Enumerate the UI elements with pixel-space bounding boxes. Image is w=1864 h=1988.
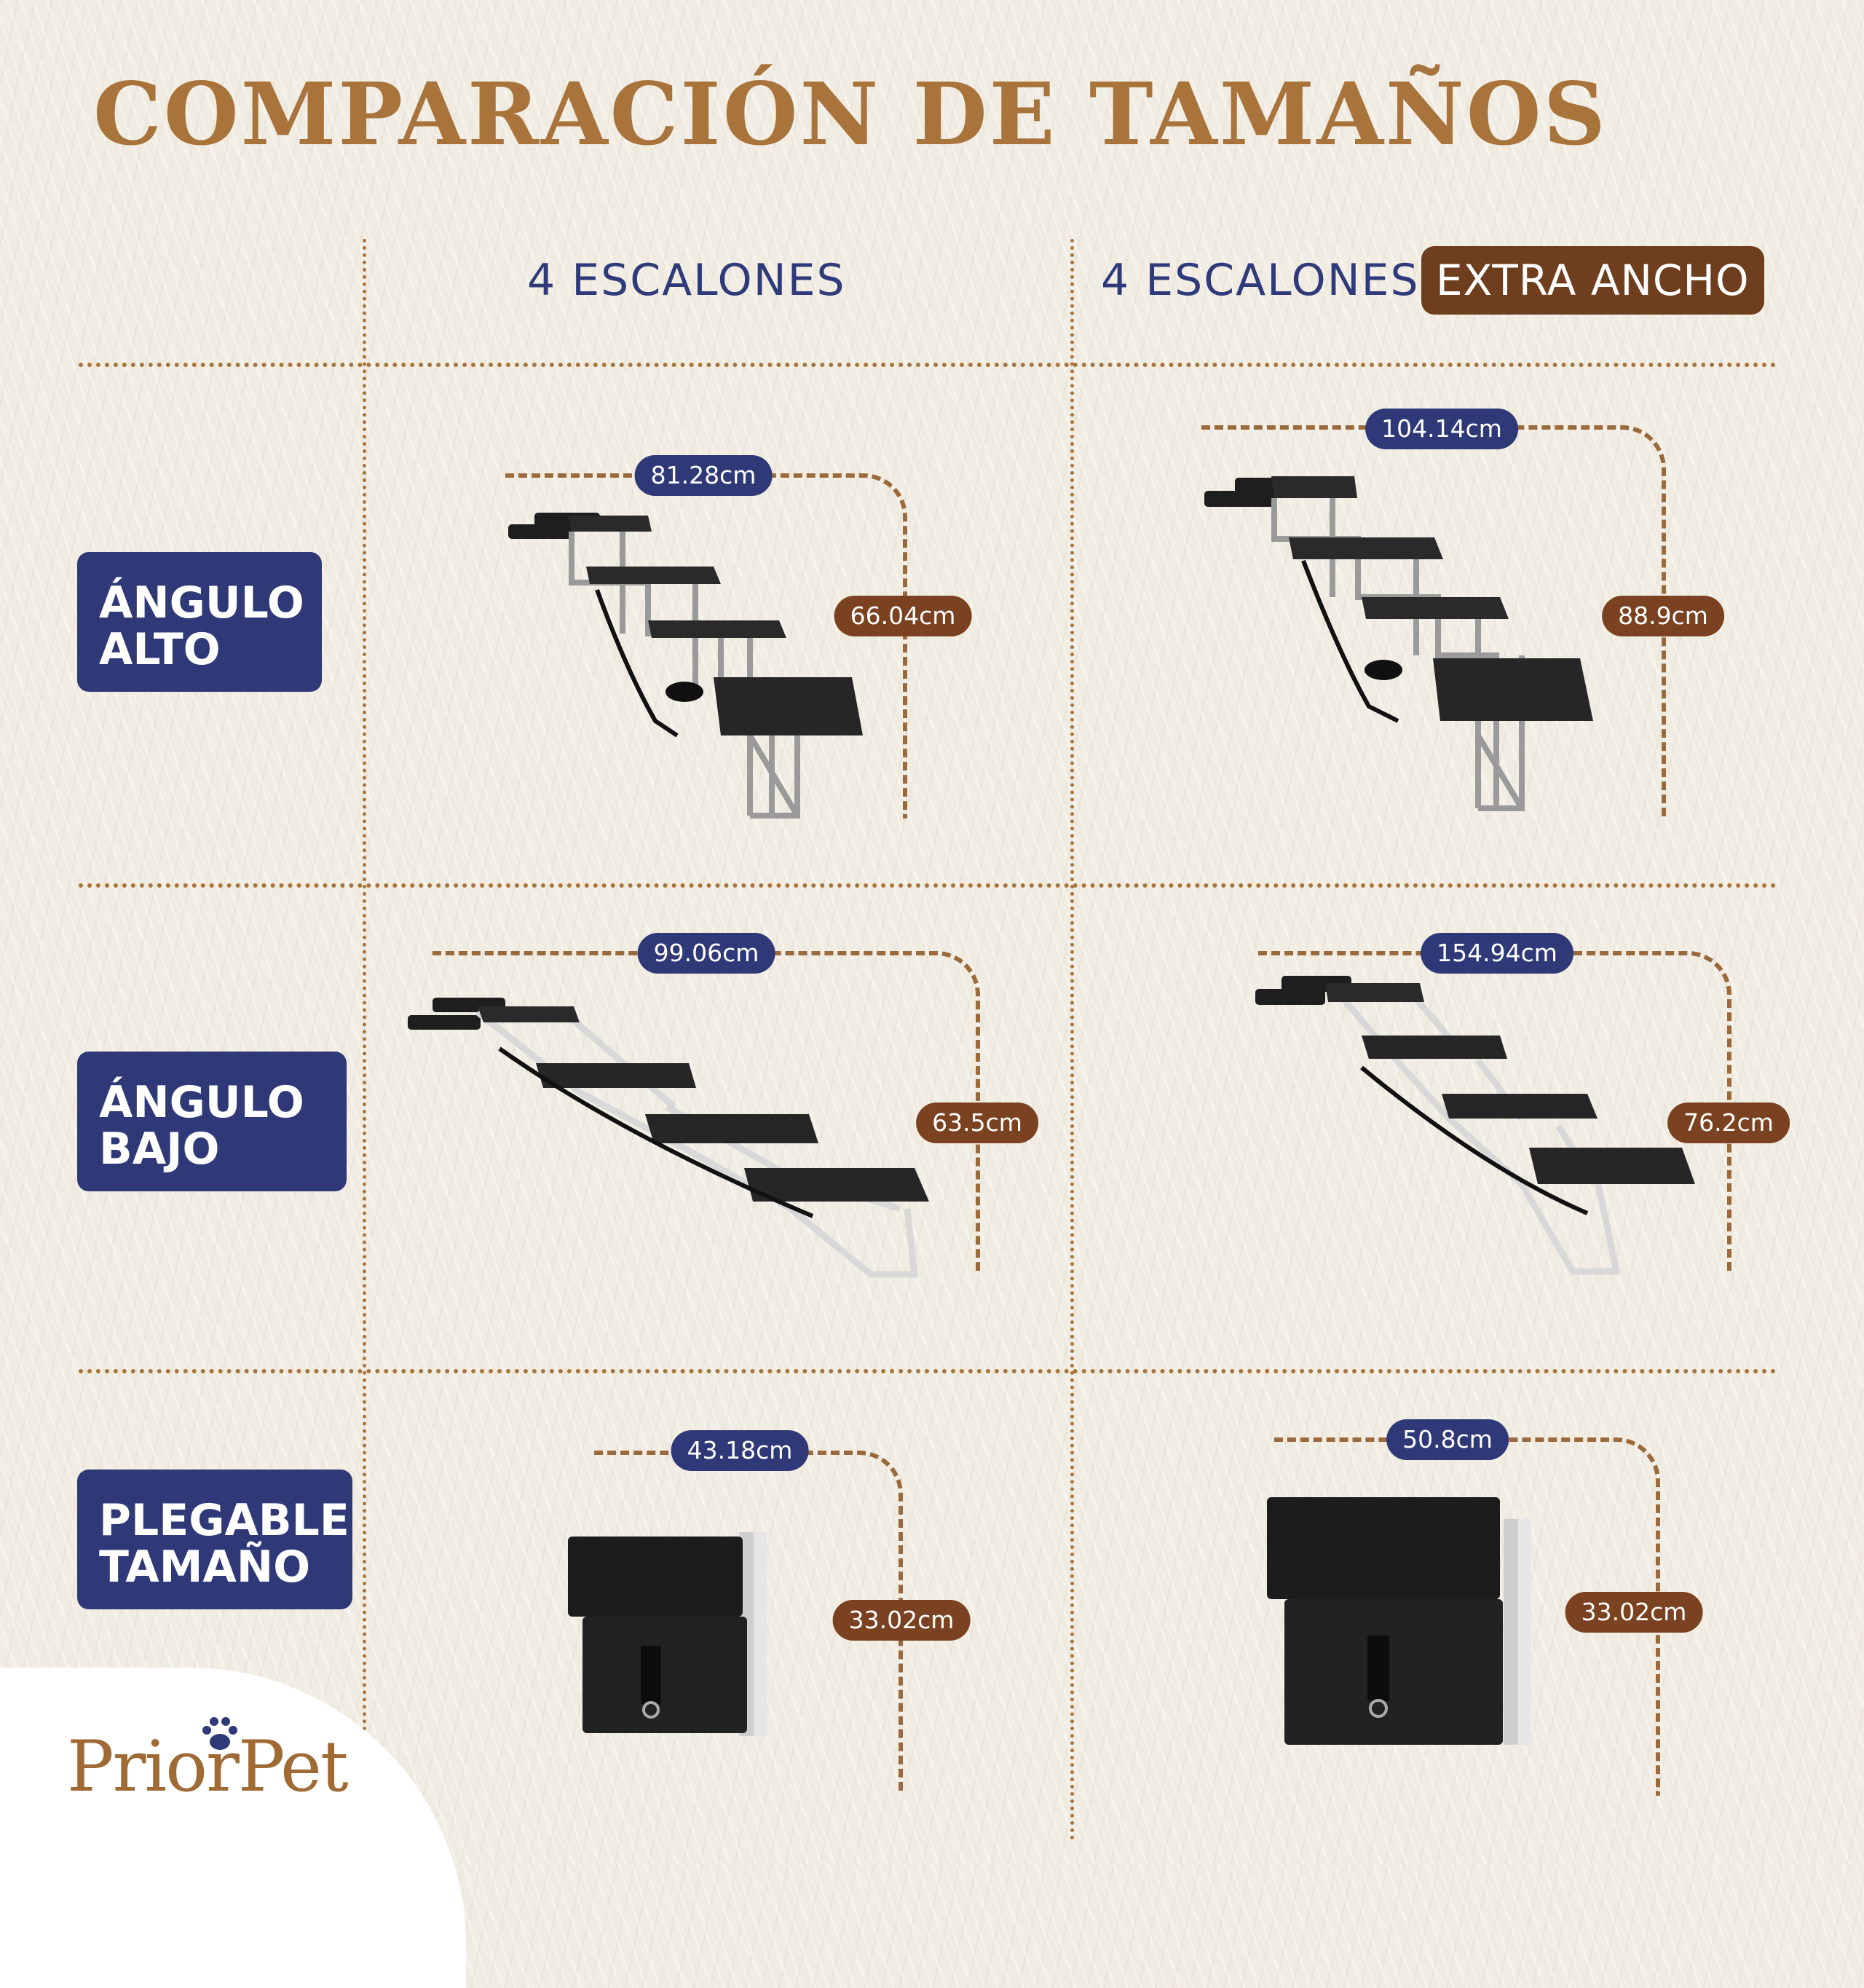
pet-stairs-wide-folded-image	[1267, 1497, 1531, 1745]
row-label-line: ÁNGULO	[99, 577, 304, 628]
height-dimension-label: 33.02cm	[1565, 1592, 1703, 1633]
brand-logo: PriorPet	[67, 1726, 349, 1807]
row-label-line: ÁNGULO	[99, 1077, 304, 1128]
row-label-high-angle: ÁNGULO ALTO	[77, 552, 322, 692]
width-dimension-label: 104.14cm	[1365, 409, 1518, 449]
grid-line-horizontal-1	[79, 363, 1777, 367]
grid-line-vertical-2	[1070, 239, 1074, 1841]
grid-line-horizontal-3	[79, 1369, 1777, 1373]
height-dimension-label: 88.9cm	[1602, 596, 1724, 636]
width-dimension-label: 50.8cm	[1386, 1419, 1509, 1460]
row-label-low-angle: ÁNGULO BAJO	[77, 1052, 347, 1191]
page-title: COMPARACIÓN DE TAMAÑOS	[93, 63, 1608, 165]
width-dimension-label: 99.06cm	[637, 933, 775, 974]
row-label-line: TAMAÑO	[99, 1542, 311, 1593]
pet-stairs-low-angle-image	[408, 998, 929, 1278]
row-label-line: PLEGABLE	[99, 1495, 350, 1546]
height-dimension-label: 33.02cm	[832, 1600, 971, 1641]
height-dimension-label: 63.5cm	[916, 1103, 1038, 1143]
pet-stairs-high-angle-image	[508, 513, 863, 819]
width-dimension-label: 154.94cm	[1421, 933, 1573, 974]
height-dimension-label: 66.04cm	[834, 596, 972, 636]
pet-stairs-wide-high-angle-image	[1204, 476, 1593, 811]
column-header-wide: 4 ESCALONES	[1101, 255, 1420, 306]
row-label-folded-size: PLEGABLE TAMAÑO	[77, 1470, 352, 1609]
column-header-standard: 4 ESCALONES	[527, 255, 846, 306]
pet-stairs-wide-low-angle-image	[1255, 976, 1695, 1275]
width-dimension-label: 81.28cm	[634, 455, 773, 496]
row-label-line: ALTO	[99, 624, 221, 675]
width-dimension-label: 43.18cm	[671, 1430, 809, 1471]
paw-print-icon	[202, 1717, 237, 1750]
row-label-line: BAJO	[99, 1124, 220, 1175]
extra-wide-badge: EXTRA ANCHO	[1421, 246, 1764, 315]
grid-line-vertical-1	[363, 239, 366, 1841]
pet-stairs-folded-image	[568, 1532, 767, 1736]
grid-line-horizontal-2	[79, 883, 1777, 888]
height-dimension-label: 76.2cm	[1667, 1103, 1790, 1143]
